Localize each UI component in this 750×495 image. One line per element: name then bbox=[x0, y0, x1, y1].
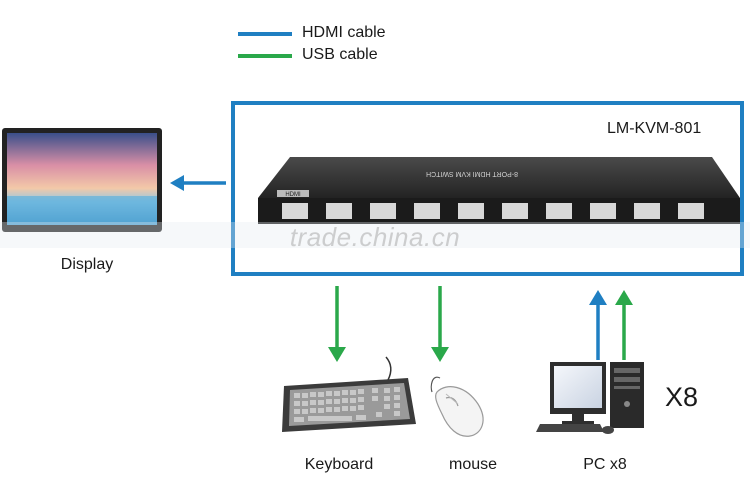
keyboard-label: Keyboard bbox=[304, 456, 374, 473]
mouse-label: mouse bbox=[448, 456, 498, 473]
hdmi-legend-swatch bbox=[238, 32, 292, 36]
model-label: LM-KVM-801 bbox=[607, 120, 702, 137]
usb-arrow-from-pc bbox=[615, 290, 633, 360]
usb-arrow-to-keyboard bbox=[328, 286, 346, 362]
kvm-device-frame bbox=[231, 101, 744, 276]
hdmi-legend-label: HDMI cable bbox=[302, 24, 386, 41]
usb-arrow-to-mouse bbox=[431, 286, 449, 362]
kvm-logo-text: HDMI bbox=[285, 192, 301, 198]
usb-legend-label: USB cable bbox=[302, 46, 378, 63]
pc-count-label: X8 bbox=[665, 382, 699, 412]
pc-label: PC x8 bbox=[583, 456, 627, 473]
watermark-band bbox=[0, 222, 750, 248]
hdmi-arrow-to-display bbox=[170, 175, 226, 191]
desktop-pc-icon bbox=[536, 362, 644, 434]
display-label: Display bbox=[60, 256, 114, 273]
kvm-panel-text: 8-PORT HDMI KVM SWITCH bbox=[426, 170, 518, 177]
kvm-switch-icon: HDMI 8-PORT HDMI KVM SWITCH bbox=[258, 157, 740, 224]
watermark-text: trade.china.cn bbox=[289, 222, 461, 252]
usb-legend-swatch bbox=[238, 54, 292, 58]
monitor-icon bbox=[2, 128, 162, 232]
hdmi-arrow-from-pc bbox=[589, 290, 607, 360]
mouse-icon bbox=[430, 376, 484, 437]
keyboard-icon bbox=[282, 356, 416, 432]
